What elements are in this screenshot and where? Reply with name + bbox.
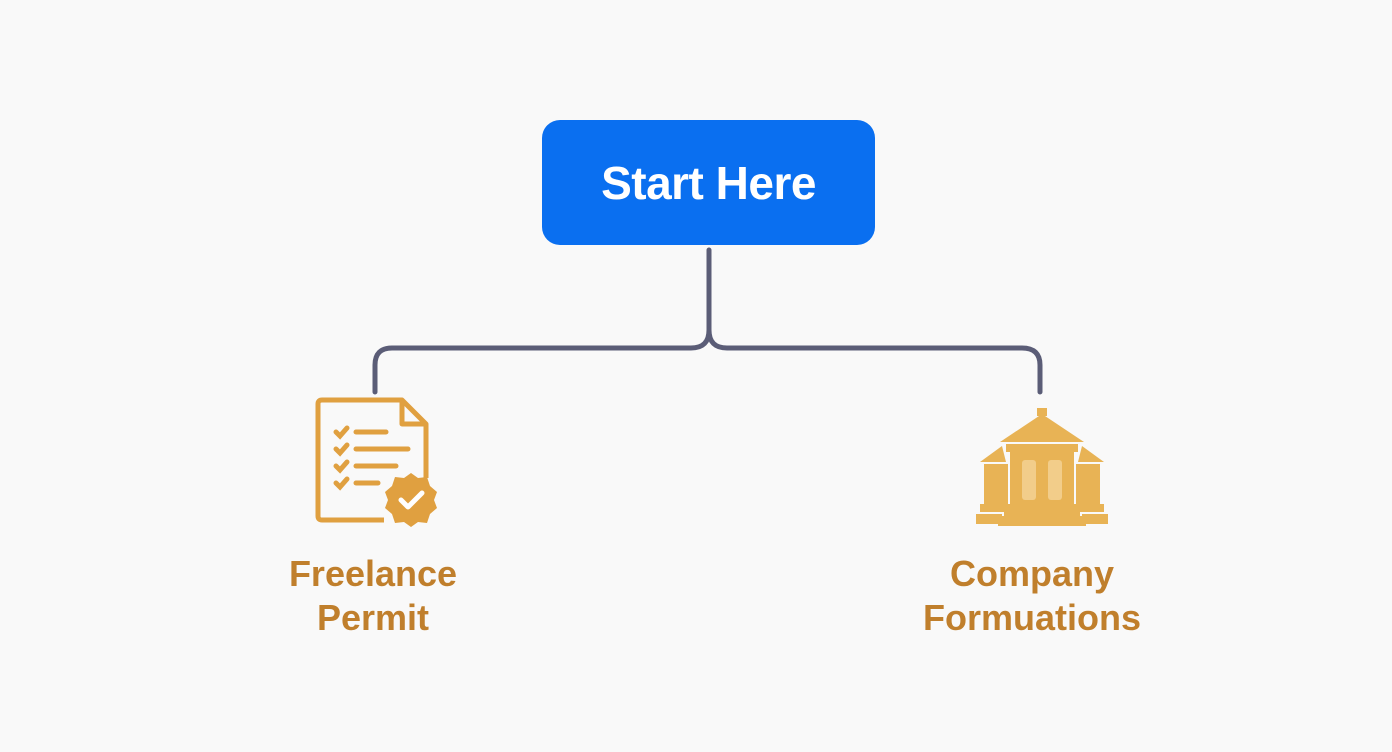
start-here-node[interactable]: Start Here xyxy=(542,120,875,245)
document-checklist-badge-icon xyxy=(315,397,437,527)
label-line: Permit xyxy=(316,597,430,638)
label-line: Formuations xyxy=(922,597,1141,638)
company-formations-label[interactable]: Company Formuations xyxy=(906,552,1158,640)
label-line: Company xyxy=(949,553,1115,594)
start-here-label: Start Here xyxy=(601,156,816,209)
government-building-icon xyxy=(976,408,1108,526)
label-line: Freelance xyxy=(288,553,458,594)
freelance-permit-label[interactable]: Freelance Permit xyxy=(262,552,484,640)
